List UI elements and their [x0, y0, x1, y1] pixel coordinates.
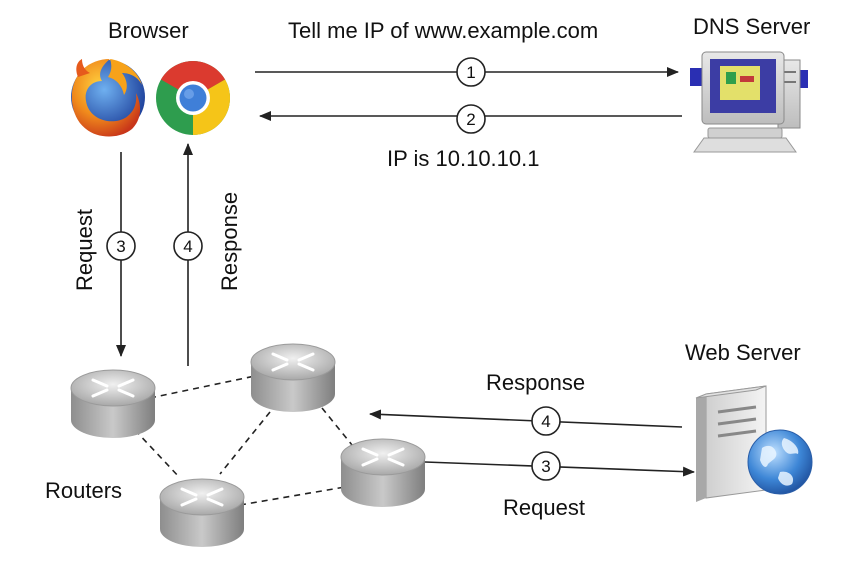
- link-r1-r3: [134, 429, 181, 479]
- link-r2-r4: [321, 407, 353, 446]
- step-circle-4-browser: 4: [173, 231, 203, 261]
- arrow-web-response: [369, 409, 683, 428]
- step-number-3-web: 3: [541, 457, 550, 476]
- router-icon: [159, 478, 245, 547]
- dns-query-label: Tell me IP of www.example.com: [288, 18, 599, 43]
- routers-label: Routers: [45, 478, 123, 503]
- request-vertical-label: Request: [72, 209, 97, 291]
- step-circles: 1 2 3 4 4 3: [106, 57, 561, 481]
- server-globe-icon: [695, 385, 813, 502]
- step-circle-4-web: 4: [531, 406, 561, 436]
- web-request-label: Request: [503, 495, 585, 520]
- router-icon: [70, 369, 156, 438]
- step-number-4-web: 4: [541, 412, 550, 431]
- response-vertical-label: Response: [217, 191, 242, 291]
- chrome-icon: [156, 61, 230, 135]
- web-response-label: Response: [486, 370, 586, 395]
- step-number-3-browser: 3: [116, 237, 125, 256]
- router-icon: [340, 438, 426, 507]
- step-number-2: 2: [466, 110, 475, 129]
- step-circle-2: 2: [456, 104, 486, 134]
- dns-reply-label: IP is 10.10.10.1: [387, 146, 540, 171]
- dns-server-label: DNS Server: [693, 14, 811, 39]
- step-circle-3-browser: 3: [106, 231, 136, 261]
- step-number-1: 1: [466, 63, 475, 82]
- step-number-4-browser: 4: [183, 237, 192, 256]
- link-r1-r2: [149, 375, 256, 399]
- web-server-label: Web Server: [685, 340, 801, 365]
- link-r3-r4: [239, 486, 346, 506]
- step-circle-3-web: 3: [531, 451, 561, 481]
- link-r2-r3: [219, 411, 271, 475]
- router-icon: [250, 343, 336, 412]
- firefox-icon: [71, 59, 145, 137]
- step-circle-1: 1: [456, 57, 486, 87]
- browser-label: Browser: [108, 18, 189, 43]
- router-links: [134, 375, 353, 506]
- desktop-computer-icon: [690, 51, 808, 153]
